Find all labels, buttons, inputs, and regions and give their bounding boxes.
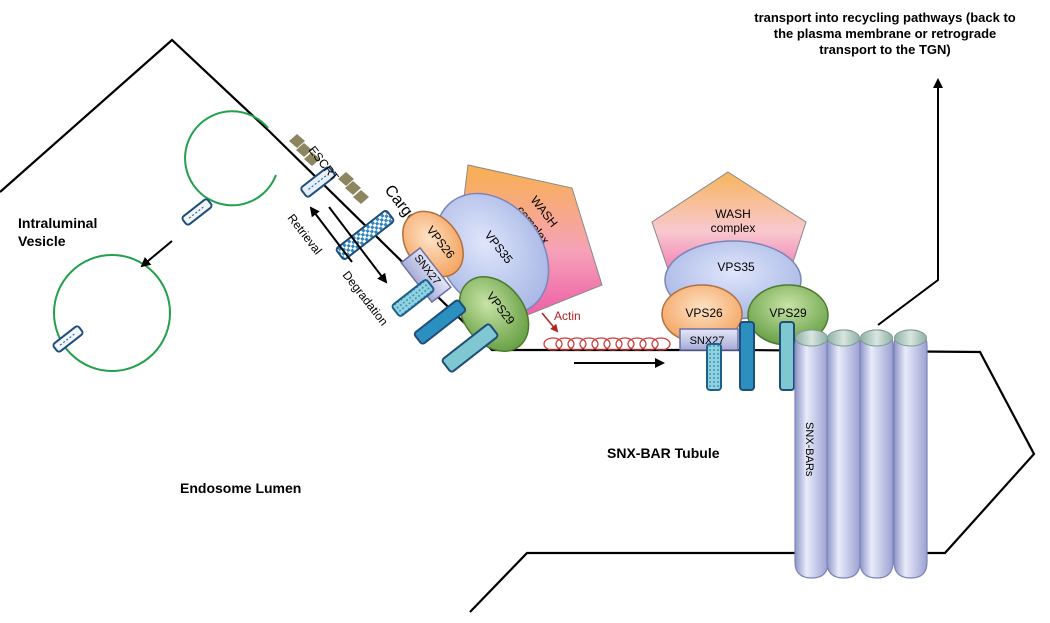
cargo-in-budding-vesicle <box>181 198 213 226</box>
snx27-left: SNX27 <box>400 246 452 304</box>
snx-bar-ring-3 <box>859 329 894 579</box>
vesicle-release-arrow <box>140 240 173 268</box>
intraluminal-vesicle <box>53 254 171 372</box>
actin-filament <box>543 337 671 351</box>
snx-bars-label: SNX-BARs <box>803 422 815 477</box>
cargo-right-2 <box>739 321 755 391</box>
degradation-arrow <box>328 206 388 284</box>
cargo-right-1 <box>706 343 722 391</box>
budding-vesicle <box>184 110 277 207</box>
cargo-right-3 <box>779 321 795 391</box>
escrt-cargo <box>300 166 336 198</box>
wash-right-line1: WASH <box>715 207 751 221</box>
snx-bar-ring-4 <box>893 329 928 579</box>
cargo-left-2 <box>413 299 467 345</box>
vps26-right-label: VPS26 <box>685 306 723 320</box>
vps35-right-label: VPS35 <box>717 260 755 274</box>
cargo-in-intraluminal-vesicle <box>52 325 84 353</box>
recycling-text-line1: transport into recycling pathways (back … <box>754 10 1016 25</box>
intraluminal-label-line1: Intraluminal <box>18 215 97 231</box>
actin-arrow <box>541 312 559 333</box>
vps29-right-label: VPS29 <box>769 306 807 320</box>
retrieval-arrow <box>309 206 353 263</box>
recycling-arrow <box>877 78 943 326</box>
intraluminal-label-line2: Vesicle <box>18 233 66 249</box>
cargo-left-1 <box>391 279 435 317</box>
endosome-lumen-label: Endosome Lumen <box>180 480 301 496</box>
snx-bar-ring-2 <box>826 329 861 579</box>
actin-label: Actin <box>554 309 581 323</box>
cargo-left-3 <box>441 323 499 373</box>
recycling-text-line2: the plasma membrane or retrograde <box>774 26 997 41</box>
snx-bar-tubule-label: SNX-BAR Tubule <box>607 445 720 461</box>
sorting-cargo <box>335 209 395 261</box>
snx-bar-rings: SNX-BARs <box>794 329 928 579</box>
vps35-left: VPS35 <box>434 192 550 316</box>
recycling-text-line3: transport to the TGN) <box>819 42 950 57</box>
wash-right-line2: complex <box>711 221 756 235</box>
escrt-diamonds <box>289 134 369 204</box>
